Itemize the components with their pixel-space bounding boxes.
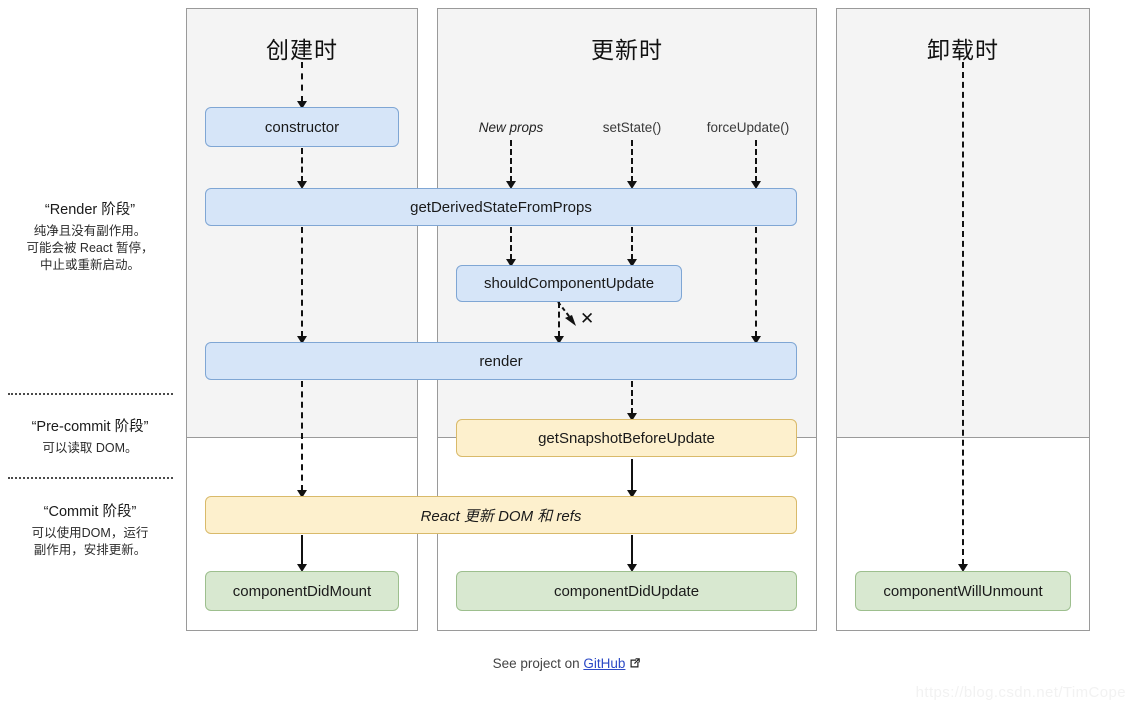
- phase-legend: “Render 阶段” 纯净且没有副作用。 可能会被 React 暂停， 中止或…: [0, 0, 186, 631]
- arrow-set-state-to-gdsfp: [631, 140, 633, 182]
- arrow-render-to-snapshot: [631, 381, 633, 414]
- phase-title-render: “Render 阶段”: [44, 202, 136, 218]
- arrowhead-mount-title-to-constructor: [297, 101, 307, 109]
- trigger-force-update: forceUpdate(): [706, 120, 790, 135]
- phase-desc-commit: 可以使用DOM，运行 副作用，安排更新。: [0, 525, 180, 559]
- arrow-mount-title-to-constructor: [301, 62, 303, 102]
- node-should-component-update[interactable]: shouldComponentUpdate: [456, 265, 682, 302]
- arrowhead-unmount-title-to-will-unmount: [958, 564, 968, 572]
- arrowhead-render-to-commit-mount: [297, 490, 307, 498]
- phase-desc-pre-commit: 可以读取 DOM。: [0, 440, 180, 457]
- abort-x-icon: ✕: [580, 309, 595, 329]
- arrow-snapshot-to-commit: [631, 459, 633, 491]
- arrowhead-gdsfp-to-scu-left: [506, 259, 516, 267]
- column-title-unmounting: 卸载时: [927, 37, 999, 63]
- footer: See project on GitHub: [0, 656, 1134, 672]
- arrowhead-scu-to-render: [554, 336, 564, 344]
- arrow-commit-to-did-mount: [301, 535, 303, 565]
- node-component-did-mount[interactable]: componentDidMount: [205, 571, 399, 611]
- footer-prefix: See project on: [492, 656, 584, 671]
- arrow-gdsfp-to-render-mount: [301, 227, 303, 337]
- phase-desc-render: 纯净且没有副作用。 可能会被 React 暂停， 中止或重新启动。: [0, 223, 180, 274]
- arrowhead-gdsfp-to-render-mount: [297, 336, 307, 344]
- arrowhead-render-to-snapshot: [627, 413, 637, 421]
- node-react-updates-dom-and-refs[interactable]: React 更新 DOM 和 refs: [205, 496, 797, 534]
- node-get-snapshot-before-update[interactable]: getSnapshotBeforeUpdate: [456, 419, 797, 457]
- column-title-updating: 更新时: [591, 37, 663, 63]
- phase-desc-render-line1: 纯净且没有副作用。: [33, 224, 147, 238]
- watermark: https://blog.csdn.net/TimCope: [915, 684, 1126, 701]
- arrow-constructor-to-gdsfp: [301, 148, 303, 182]
- phase-label-commit: “Commit 阶段” 可以使用DOM，运行 副作用，安排更新。: [0, 500, 180, 559]
- node-component-did-update[interactable]: componentDidUpdate: [456, 571, 797, 611]
- phase-desc-render-line3: 中止或重新启动。: [39, 258, 140, 272]
- arrow-render-to-commit-mount: [301, 381, 303, 491]
- phase-desc-pre-commit-line1: 可以读取 DOM。: [42, 441, 138, 455]
- phase-desc-render-line2: 可能会被 React 暂停，: [26, 241, 154, 255]
- phase-desc-commit-line2: 副作用，安排更新。: [33, 543, 147, 557]
- arrowhead-gdsfp-to-scu-right: [627, 259, 637, 267]
- node-get-derived-state-from-props[interactable]: getDerivedStateFromProps: [205, 188, 797, 226]
- trigger-set-state: setState(): [602, 120, 662, 135]
- arrowhead-constructor-to-gdsfp: [297, 181, 307, 189]
- arrowhead-commit-to-did-update: [627, 564, 637, 572]
- phase-divider-bottom: [8, 477, 173, 479]
- arrow-force-update-to-gdsfp: [755, 140, 757, 182]
- phase-title-commit: “Commit 阶段”: [43, 504, 137, 520]
- phase-divider-top: [8, 393, 173, 395]
- column-updating: 更新时: [437, 8, 817, 631]
- phase-title-pre-commit: “Pre-commit 阶段”: [31, 419, 149, 435]
- arrowhead-set-state-to-gdsfp: [627, 181, 637, 189]
- phase-label-render: “Render 阶段” 纯净且没有副作用。 可能会被 React 暂停， 中止或…: [0, 198, 180, 274]
- arrow-gdsfp-to-scu-left: [510, 227, 512, 260]
- arrowhead-snapshot-to-commit: [627, 490, 637, 498]
- arrowhead-force-update-to-gdsfp: [751, 181, 761, 189]
- arrowhead-force-update-to-render: [751, 336, 761, 344]
- arrow-scu-abort: [557, 301, 576, 326]
- arrow-force-update-to-render: [755, 227, 757, 337]
- phase-desc-commit-line1: 可以使用DOM，运行: [31, 526, 149, 540]
- column-title-mounting: 创建时: [266, 37, 338, 63]
- arrowhead-new-props-to-gdsfp: [506, 181, 516, 189]
- arrow-new-props-to-gdsfp: [510, 140, 512, 182]
- phase-label-pre-commit: “Pre-commit 阶段” 可以读取 DOM。: [0, 415, 180, 457]
- arrow-commit-to-did-update: [631, 535, 633, 565]
- arrow-gdsfp-to-scu-right: [631, 227, 633, 260]
- node-component-will-unmount[interactable]: componentWillUnmount: [855, 571, 1071, 611]
- node-constructor[interactable]: constructor: [205, 107, 399, 147]
- arrow-scu-to-render: [558, 302, 560, 337]
- external-link-icon: [629, 657, 641, 672]
- trigger-new-props: New props: [478, 120, 544, 135]
- node-render[interactable]: render: [205, 342, 797, 380]
- arrow-unmount-title-to-will-unmount: [962, 62, 964, 565]
- arrowhead-commit-to-did-mount: [297, 564, 307, 572]
- github-link[interactable]: GitHub: [583, 656, 626, 671]
